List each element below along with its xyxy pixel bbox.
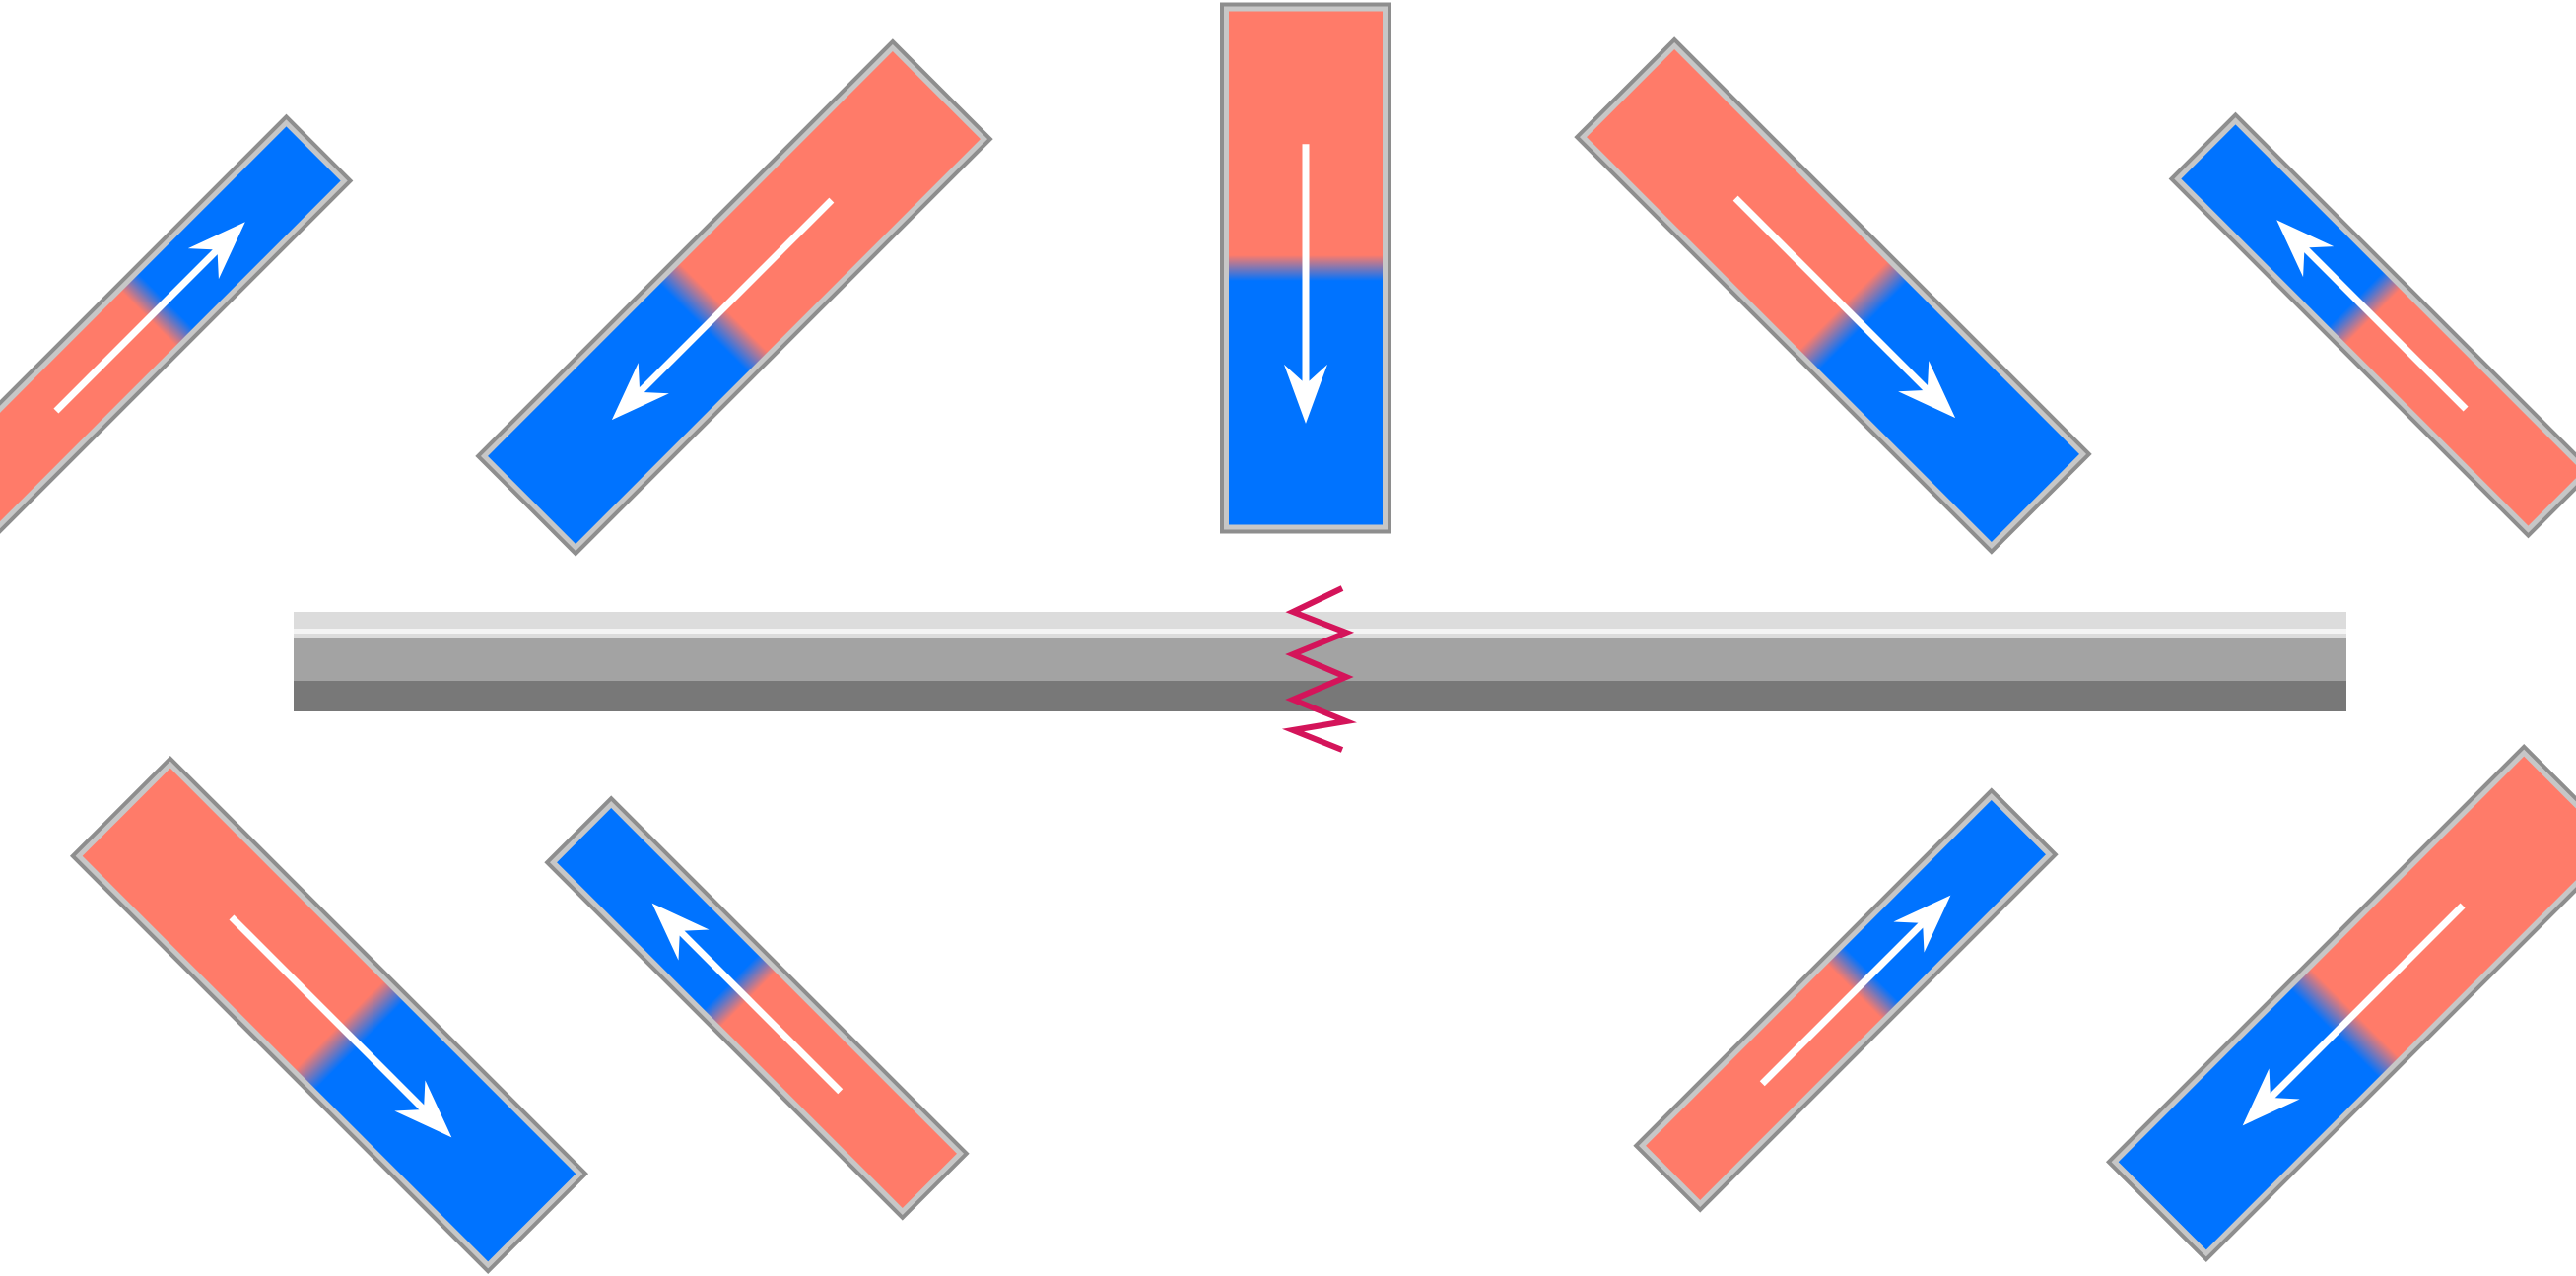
rod-break-mark bbox=[1281, 585, 1357, 753]
moment-arrow-head bbox=[1284, 364, 1327, 424]
magnet-upper-3 bbox=[1220, 2, 1391, 534]
moment-arrow-head bbox=[611, 363, 669, 421]
moment-arrow-shaft bbox=[53, 244, 223, 414]
moment-arrow-head bbox=[2276, 220, 2335, 278]
magnet-upper-2 bbox=[475, 38, 993, 557]
moment-arrow-shaft bbox=[634, 197, 835, 398]
moment-arrow-shaft bbox=[674, 925, 844, 1095]
magnet-lower-3 bbox=[1633, 787, 2059, 1213]
magnet-lower-4 bbox=[2105, 743, 2576, 1263]
moment-arrow-shaft bbox=[2265, 903, 2466, 1104]
central-rod bbox=[294, 585, 2346, 753]
moment-arrow-head bbox=[2242, 1068, 2300, 1126]
moment-arrow-head bbox=[1898, 361, 1956, 419]
moment-arrow-head bbox=[187, 222, 245, 280]
moment-arrow-shaft bbox=[1759, 917, 1929, 1087]
moment-arrow-head bbox=[651, 903, 710, 961]
moment-arrow-shaft bbox=[2299, 242, 2469, 412]
rod-highlight bbox=[294, 629, 2346, 634]
magnet-lower-1 bbox=[69, 755, 589, 1275]
magnet-body bbox=[0, 126, 341, 528]
magnet-upper-5 bbox=[2168, 111, 2576, 539]
moment-arrow-head bbox=[1893, 895, 1951, 953]
magnet-body bbox=[2118, 756, 2576, 1250]
magnet-upper-1 bbox=[0, 113, 354, 541]
magnet-lower-2 bbox=[544, 795, 970, 1221]
moment-arrow-head bbox=[394, 1080, 452, 1138]
moment-arrow-shaft bbox=[1732, 195, 1933, 396]
moment-arrow-shaft bbox=[229, 914, 430, 1115]
magnet-upper-4 bbox=[1574, 36, 2092, 555]
